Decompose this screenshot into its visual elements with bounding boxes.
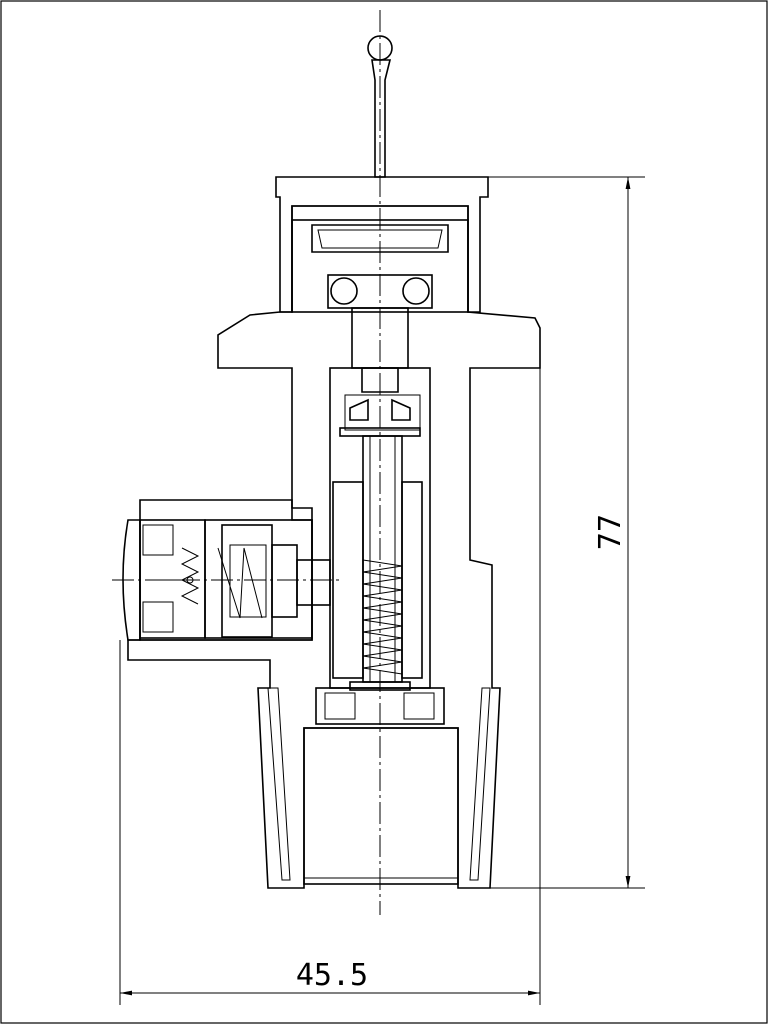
width-dimension: 45.5: [119, 368, 541, 1005]
outlet-bore: [267, 687, 491, 885]
relief-spring: [150, 547, 263, 619]
o-ring-right: [402, 277, 430, 305]
o-ring-left: [330, 277, 358, 305]
inner-chamber: [291, 219, 469, 313]
cap: [275, 176, 489, 313]
valve-stem: [332, 435, 423, 683]
width-dimension-label: 45.5: [296, 958, 368, 993]
relief-valve-housing: [122, 499, 331, 641]
height-dimension: 77: [488, 176, 645, 889]
main-spring: [362, 559, 403, 675]
height-dimension-label: 77: [593, 514, 628, 550]
